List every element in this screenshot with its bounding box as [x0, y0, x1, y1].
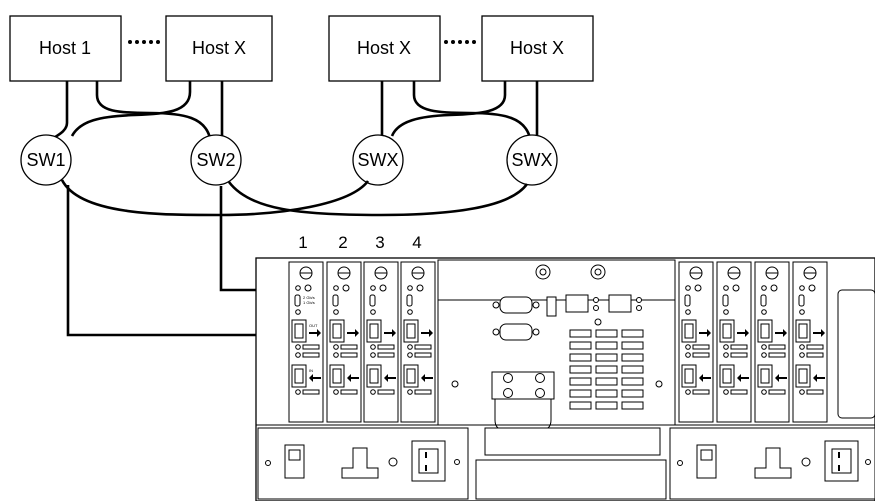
- port-module-5: [678, 261, 714, 423]
- power-supply-right: [669, 427, 875, 500]
- power-supply-left: [257, 427, 469, 500]
- host-ellipsis-left: [128, 40, 160, 44]
- switch-sw2: SW2: [190, 134, 242, 186]
- port-number-1: 1: [298, 233, 307, 252]
- port-module-2: [326, 261, 362, 423]
- panel-screw-right: [590, 264, 606, 280]
- switch-swx-a: SWX: [352, 134, 404, 186]
- port-number-2: 2: [338, 233, 347, 252]
- port-module-4: [400, 261, 436, 423]
- port-number-4: 4: [412, 233, 421, 252]
- switch-swx-b: SWX: [506, 134, 558, 186]
- storage-enclosure: 2 Gb/s 1 Gb/s OUT IN: [255, 257, 875, 501]
- blank-bay: [837, 289, 875, 419]
- host-1-label: Host 1: [39, 38, 91, 58]
- switch-swx-b-label: SWX: [511, 150, 552, 170]
- switch-sw2-label: SW2: [196, 150, 235, 170]
- host-x-c: Host X: [481, 15, 594, 82]
- panel-screw-left: [535, 264, 551, 280]
- port-module-8: [792, 261, 828, 423]
- switch-sw1-label: SW1: [26, 150, 65, 170]
- port-module-3: [363, 261, 399, 423]
- host-x-c-label: Host X: [510, 38, 564, 58]
- host-x-a: Host X: [165, 15, 273, 82]
- vent-grid: [569, 329, 644, 410]
- port-module-6: [716, 261, 752, 423]
- out-label: OUT: [309, 323, 318, 328]
- host-x-b: Host X: [328, 15, 441, 82]
- port-number-3: 3: [375, 233, 384, 252]
- switch-swx-a-label: SWX: [357, 150, 398, 170]
- inter-switch-links: [60, 179, 529, 217]
- host-x-b-label: Host X: [357, 38, 411, 58]
- in-label: IN: [309, 368, 313, 373]
- switch-sw1: SW1: [20, 134, 72, 186]
- host-x-a-label: Host X: [192, 38, 246, 58]
- center-bay: [475, 427, 667, 500]
- port-module-1: 2 Gb/s 1 Gb/s OUT IN: [288, 261, 324, 423]
- host-ellipsis-right: [444, 40, 476, 44]
- speed-label-top: 2 Gb/s: [303, 295, 315, 300]
- host-switch-links: [51, 81, 539, 141]
- host-1: Host 1: [9, 15, 122, 82]
- port-module-7: [754, 261, 790, 423]
- controller-panel: [437, 259, 676, 431]
- speed-label-bottom: 1 Gb/s: [303, 300, 315, 305]
